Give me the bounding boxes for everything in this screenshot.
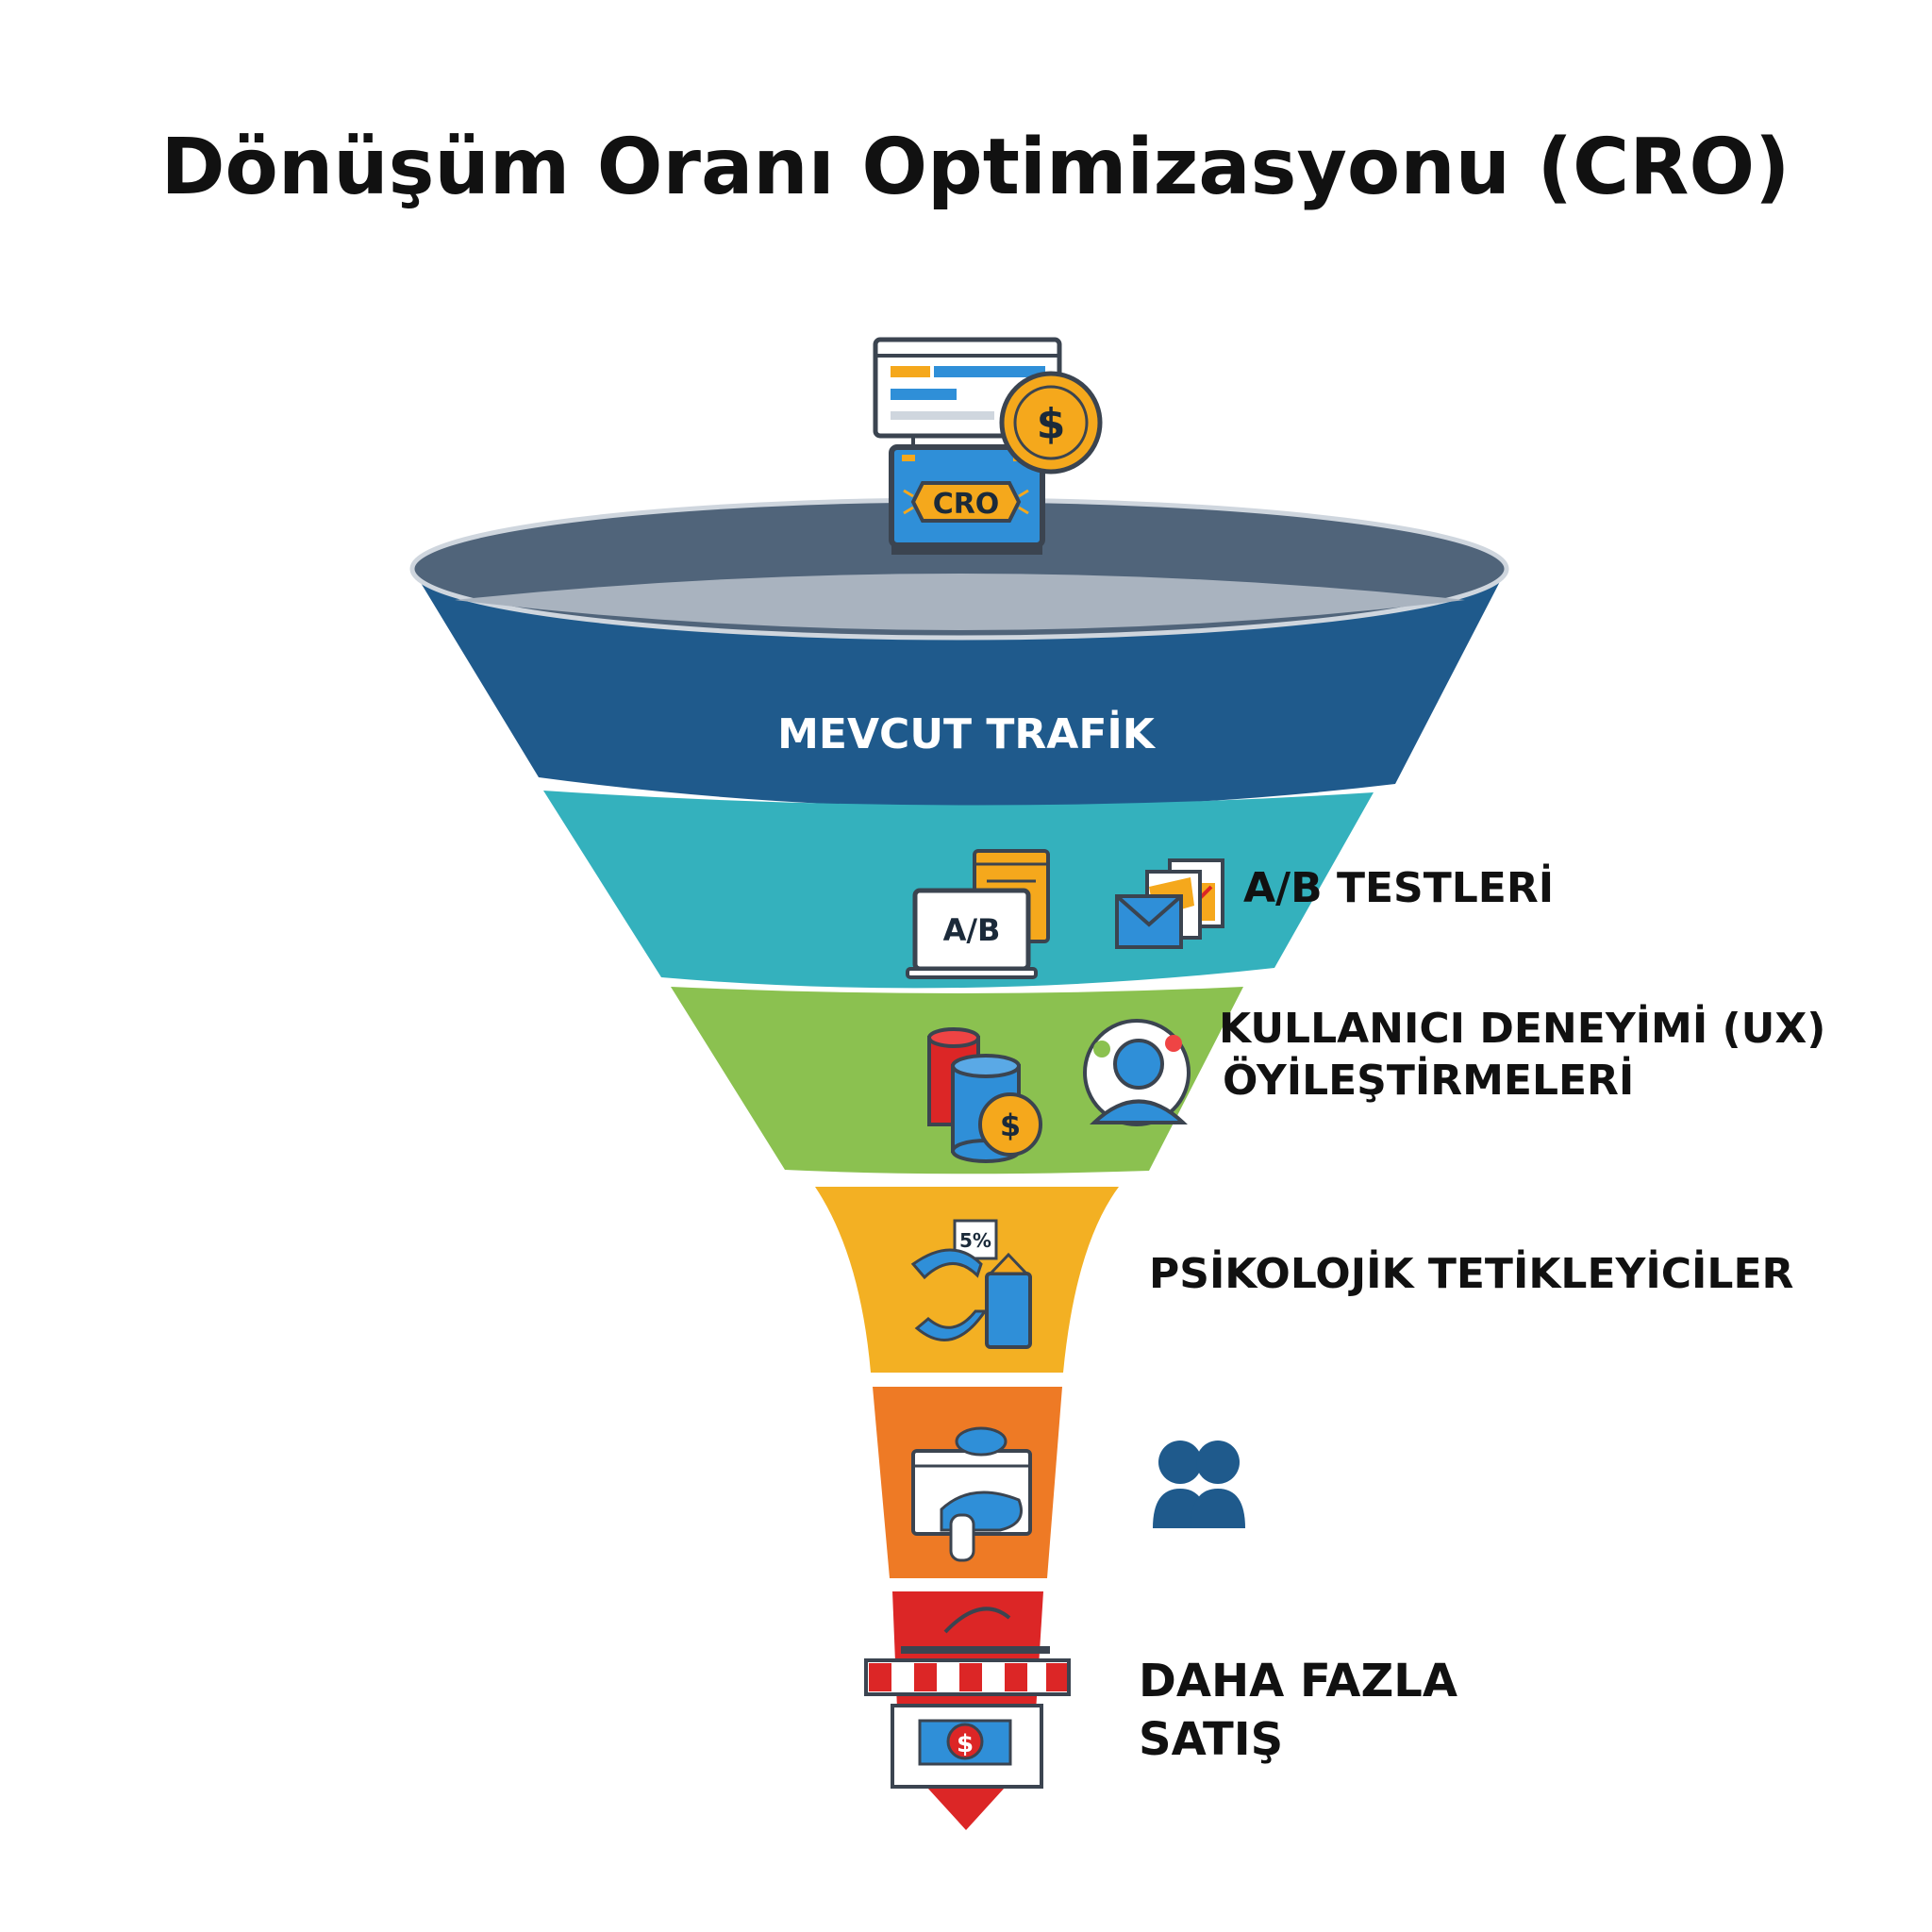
interaction-screen-icon <box>911 1426 1032 1562</box>
psychological-triggers-icon <box>910 1219 1032 1349</box>
label-ux-line2: ÖYİLEŞTİRMELERİ <box>1223 1055 1634 1105</box>
discount-tag-text: 5% <box>959 1229 991 1252</box>
label-ux-line1: KULLANICI DENEYİMİ (UX) <box>1219 1003 1825 1053</box>
funnel <box>409 497 1509 1830</box>
label-satis: SATIŞ <box>1139 1713 1283 1766</box>
storefront-icon <box>864 1607 1071 1789</box>
funnel-layer-psychology <box>815 1187 1119 1373</box>
coin-symbol: $ <box>1037 400 1066 448</box>
label-mevcut-trafik: MEVCUT TRAFİK <box>777 708 1157 758</box>
users-icon <box>1153 1441 1245 1528</box>
ux-coin-symbol: $ <box>1000 1108 1021 1143</box>
database-cylinders-icon <box>927 1027 1042 1163</box>
ab-test-laptop-icon <box>906 849 1050 979</box>
user-experience-icon <box>1083 1019 1191 1126</box>
label-daha-fazla: DAHA FAZLA <box>1139 1655 1457 1707</box>
coin-icon <box>999 371 1103 475</box>
label-ab-testleri: A/B TESTLERİ <box>1243 862 1554 912</box>
label-psikolojik-tetikleyiciler: PSİKOLOJİK TETİKLEYİCİLER <box>1149 1248 1793 1298</box>
email-documents-icon <box>1115 858 1224 949</box>
ab-screen-text: A/B <box>943 912 1001 948</box>
store-coin-symbol: $ <box>957 1730 974 1758</box>
cro-laptop-icon <box>873 337 1062 555</box>
cro-badge-text: CRO <box>933 488 1000 521</box>
funnel-rim-inner <box>455 574 1465 630</box>
page-title: Dönüşüm Oranı Optimizasyonu (CRO) <box>160 123 1790 212</box>
